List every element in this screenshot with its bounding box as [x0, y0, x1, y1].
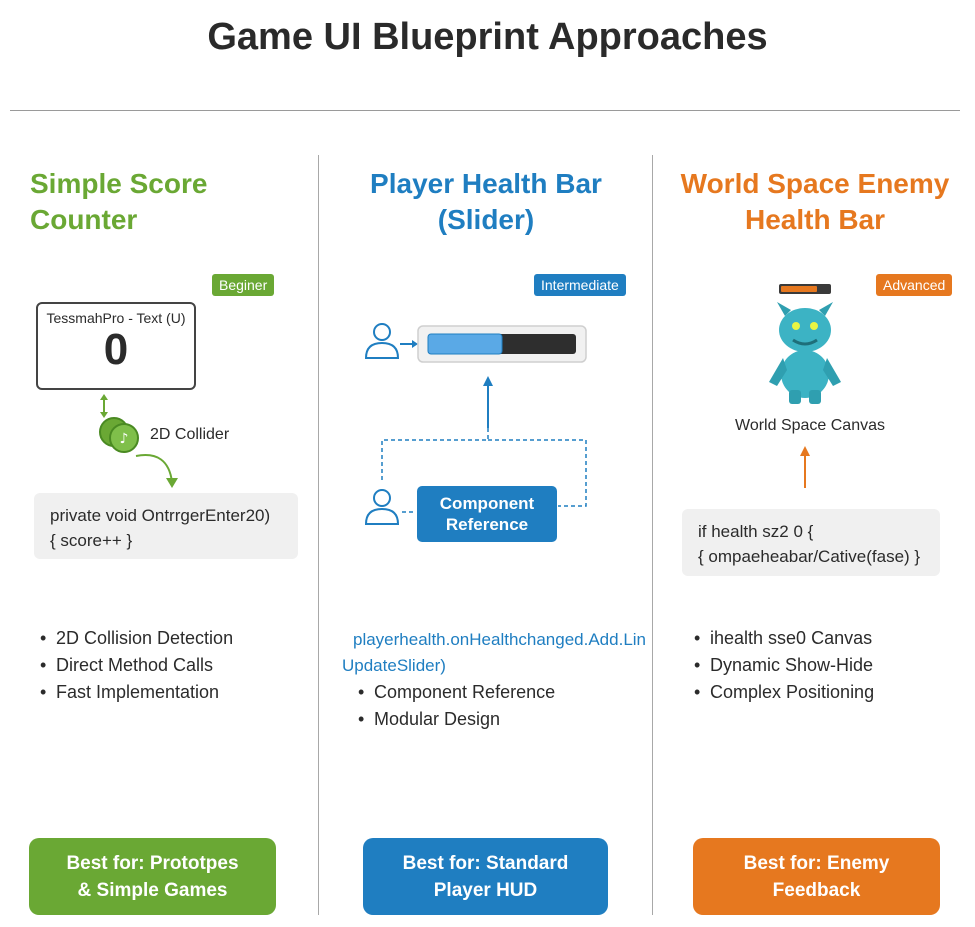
- col1-level-badge: Beginer: [212, 274, 275, 296]
- arrow-up-icon: [800, 446, 810, 456]
- user-icon: [364, 323, 400, 359]
- col1-code-line2: { score++ }: [50, 531, 133, 550]
- up-down-arrow-icon: [100, 394, 108, 418]
- page-title: Game UI Blueprint Approaches: [207, 16, 768, 58]
- text-box-label: TessmahPro - Text (U): [46, 310, 186, 326]
- list-item: Modular Design: [358, 706, 555, 733]
- col3-heading-line2: Health Bar: [744, 204, 886, 235]
- col3-level-badge: Advanced: [876, 274, 953, 296]
- collider-label: 2D Collider: [150, 426, 230, 443]
- column-divider: [318, 155, 319, 915]
- col2-code-line2: UpdateSlider): [342, 656, 446, 675]
- component-reference-box: Component Reference: [417, 486, 557, 542]
- arrow-up-icon: [483, 376, 493, 386]
- col2-code-line1: playerhealth.onHealthchanged.Add.Lin: [353, 630, 647, 649]
- enemy-illustration: [769, 284, 841, 488]
- col1-best-for-button[interactable]: Best for: Prototpes & Simple Games: [29, 838, 276, 915]
- col2-heading-line1: Player Health Bar: [370, 168, 602, 199]
- col2-heading: Player Health Bar (Slider): [320, 166, 652, 238]
- world-space-canvas-label: World Space Canvas: [735, 417, 885, 434]
- title-divider: [10, 110, 960, 111]
- col2-bullet-list: Component Reference Modular Design: [358, 679, 555, 733]
- score-text-box: TessmahPro - Text (U) 0: [36, 302, 196, 390]
- col3-code-line1: if health sz2 0 {: [698, 522, 814, 541]
- col2-heading-line2: (Slider): [437, 204, 535, 235]
- col3-heading-line1: World Space Enemy: [680, 168, 950, 199]
- col1-heading: Simple Score Counter: [30, 166, 207, 238]
- slider-diagram: [364, 323, 587, 525]
- col1-bullet-list: 2D Collision Detection Direct Method Cal…: [40, 625, 233, 706]
- list-item: Complex Positioning: [694, 679, 874, 706]
- col2-best-for-button[interactable]: Best for: Standard Player HUD: [363, 838, 608, 915]
- col3-code-line2: { ompaeheabar/Cative(fase) }: [698, 547, 921, 566]
- user-icon: [364, 489, 400, 525]
- col3-code-box: if health sz2 0 { { ompaeheabar/Cative(f…: [682, 509, 940, 576]
- slider-fill: [427, 333, 503, 355]
- col1-best-line2: & Simple Games: [77, 879, 228, 901]
- list-item: Direct Method Calls: [40, 652, 233, 679]
- component-line2: Reference: [445, 515, 529, 534]
- list-item: Fast Implementation: [40, 679, 233, 706]
- col3-bullet-list: ihealth sse0 Canvas Dynamic Show-Hide Co…: [694, 625, 874, 706]
- col1-code-box: private void OntrrgerEnter20) { score++ …: [34, 493, 298, 559]
- col1-code-line1: private void OntrrgerEnter20): [50, 506, 271, 525]
- svg-text:♪: ♪: [120, 431, 129, 447]
- column-divider: [652, 155, 653, 915]
- enemy-health-fill: [781, 286, 817, 292]
- col3-heading: World Space Enemy Health Bar: [655, 166, 975, 238]
- col3-best-for-button[interactable]: Best for: Enemy Feedback: [693, 838, 940, 915]
- curve-arrow-icon: [166, 478, 178, 488]
- score-value: 0: [103, 325, 129, 374]
- monster-icon: [769, 302, 841, 404]
- list-item: Component Reference: [358, 679, 555, 706]
- col2-code-snippet: playerhealth.onHealthchanged.Add.Lin Upd…: [342, 627, 652, 679]
- col1-best-line1: Best for: Prototpes: [66, 852, 239, 874]
- list-item: ihealth sse0 Canvas: [694, 625, 874, 652]
- col2-best-line2: Player HUD: [433, 879, 538, 901]
- col3-best-line1: Best for: Enemy: [743, 852, 890, 874]
- coins-icon: ♪: [99, 417, 139, 453]
- list-item: 2D Collision Detection: [40, 625, 233, 652]
- component-line1: Component: [439, 494, 535, 513]
- col3-best-line2: Feedback: [772, 879, 861, 901]
- col2-level-badge: Intermediate: [534, 274, 626, 296]
- col2-best-line1: Best for: Standard: [402, 852, 569, 874]
- list-item: Dynamic Show-Hide: [694, 652, 874, 679]
- collider-arrows: ♪: [99, 394, 178, 488]
- col1-heading-line2: Counter: [30, 204, 138, 235]
- col1-heading-line1: Simple Score: [30, 168, 208, 199]
